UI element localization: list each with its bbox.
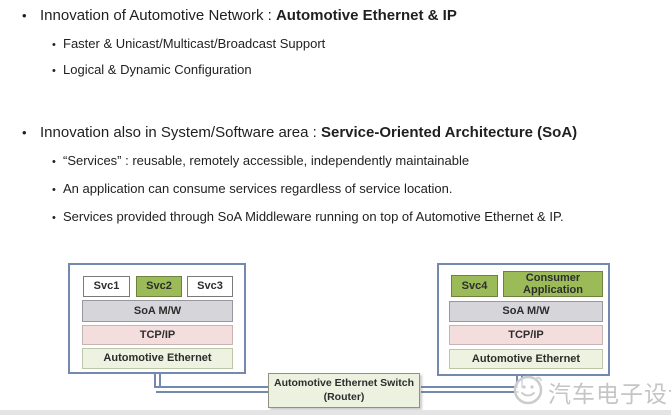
sub-bullet-faster-unicast: Faster & Unicast/Multicast/Broadcast Sup… bbox=[52, 36, 325, 52]
consumer-application-line2: Application bbox=[523, 284, 583, 296]
service-box-svc1: Svc1 bbox=[83, 276, 130, 297]
bullet-heading-2: Innovation also in System/Software area … bbox=[22, 124, 577, 142]
smiley-logo-icon bbox=[511, 372, 545, 411]
sub-bullet-soa-middleware: Services provided through SoA Middleware… bbox=[52, 209, 564, 225]
watermark: 汽车电子设计 bbox=[511, 372, 671, 411]
heading-1-bold-text: Automotive Ethernet & IP bbox=[275, 7, 457, 24]
sub-bullet-logical-dynamic: Logical & Dynamic Configuration bbox=[52, 62, 252, 78]
bottom-edge-bar bbox=[0, 410, 671, 415]
layer-ethernet-left: Automotive Ethernet bbox=[82, 348, 233, 369]
layer-soa-mw-right: SoA M/W bbox=[449, 301, 603, 322]
heading-1-text: Innovation of Automotive Network : bbox=[40, 7, 276, 24]
service-box-svc4: Svc4 bbox=[451, 275, 498, 297]
heading-2-bold-text: Service-Oriented Architecture (SoA) bbox=[320, 124, 578, 141]
switch-label-line1: Automotive Ethernet Switch bbox=[273, 376, 414, 389]
connector-left-vertical bbox=[154, 372, 161, 388]
connector-right-horizontal bbox=[421, 386, 519, 393]
left-node-stack: Svc1 Svc2 Svc3 SoA M/W TCP/IP Automotive… bbox=[68, 263, 246, 374]
service-box-svc3: Svc3 bbox=[187, 276, 233, 297]
sub-bullet-consume-services: An application can consume services rega… bbox=[52, 181, 452, 197]
ethernet-switch-box: Automotive Ethernet Switch (Router) bbox=[268, 373, 420, 408]
service-box-svc2: Svc2 bbox=[136, 276, 182, 297]
layer-ethernet-right: Automotive Ethernet bbox=[449, 349, 603, 369]
consumer-application-box: Consumer Application bbox=[503, 271, 603, 297]
switch-label-line2: (Router) bbox=[323, 390, 365, 403]
connector-left-horizontal bbox=[156, 386, 268, 393]
bullet-heading-1: Innovation of Automotive Network : Autom… bbox=[22, 7, 457, 25]
right-node-stack: Svc4 Consumer Application SoA M/W TCP/IP… bbox=[437, 263, 610, 376]
watermark-text: 汽车电子设计 bbox=[548, 380, 671, 407]
consumer-application-line1: Consumer bbox=[525, 271, 581, 284]
sub-bullet-services-reusable: “Services” : reusable, remotely accessib… bbox=[52, 153, 469, 169]
layer-tcpip-right: TCP/IP bbox=[449, 325, 603, 345]
layer-soa-mw-left: SoA M/W bbox=[82, 300, 233, 322]
heading-2-text: Innovation also in System/Software area … bbox=[40, 124, 321, 141]
layer-tcpip-left: TCP/IP bbox=[82, 325, 233, 345]
